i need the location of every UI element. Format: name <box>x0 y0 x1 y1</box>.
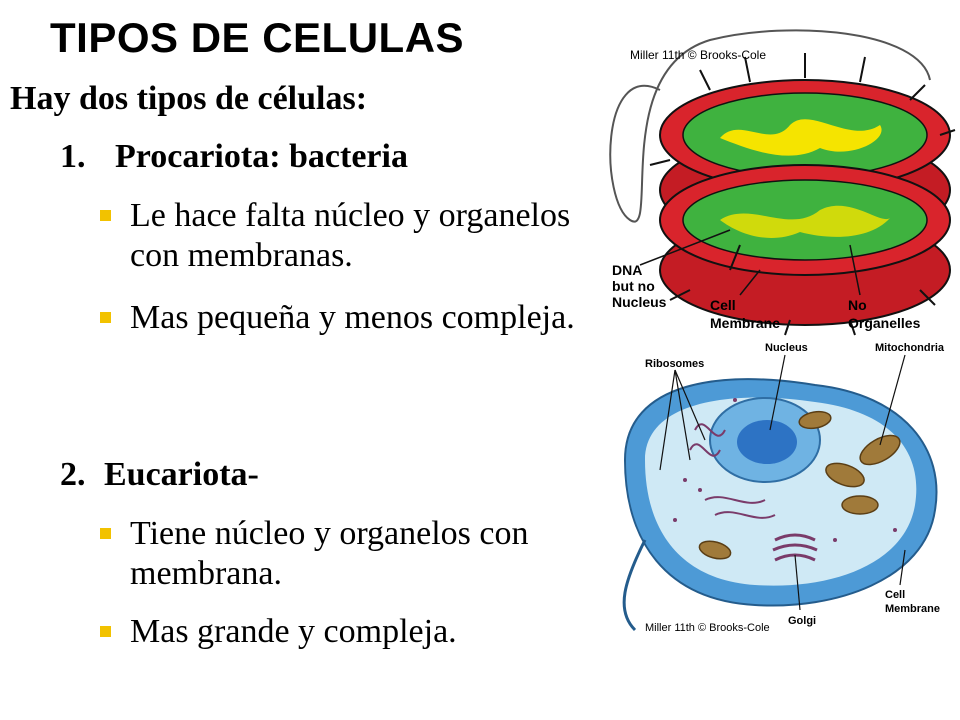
bullet-square-icon <box>100 312 111 323</box>
bullet-1-1: Le hace falta núcleo y organelos con mem… <box>100 196 590 276</box>
intro-text: Hay dos tipos de células: <box>10 80 368 117</box>
bullet-text: Le hace falta núcleo y organelos con mem… <box>130 197 571 274</box>
section-2-heading: Eucariota- <box>104 456 259 493</box>
eukaryote-figure: Ribosomes Nucleus Mitochondria Golgi Cel… <box>605 340 960 640</box>
label-cell-membrane-prokaryote: Cell Membrane <box>710 297 781 331</box>
label-cell-membrane-eukaryote: Cell Membrane <box>885 589 941 615</box>
bullet-text: Mas pequeña y menos compleja. <box>130 299 575 336</box>
section-1-heading: Procariota: bacteria <box>115 138 408 175</box>
eukaryote-credit: Miller 11th © Brooks-Cole <box>645 622 770 634</box>
bullet-square-icon <box>100 626 111 637</box>
bullet-text: Tiene núcleo y organelos con membrana. <box>130 515 529 592</box>
label-ribosomes: Ribosomes <box>645 358 705 370</box>
section-1-number: 1. <box>60 138 86 175</box>
slide-title: TIPOS DE CELULAS <box>50 14 465 61</box>
section-2-number: 2. <box>60 456 86 493</box>
bullet-square-icon <box>100 210 111 221</box>
bullet-2-2: Mas grande y compleja. <box>100 612 590 652</box>
bacteria-illustration <box>609 29 956 336</box>
bullet-text: Mas grande y compleja. <box>130 613 457 650</box>
bullet-1-2: Mas pequeña y menos compleja. <box>100 298 590 338</box>
label-no-organelles: No Organelles <box>848 297 921 331</box>
label-dna: DNA but no Nucleus <box>612 262 667 310</box>
label-nucleus: Nucleus <box>765 342 808 354</box>
label-mitochondria: Mitochondria <box>875 342 945 354</box>
label-golgi: Golgi <box>788 615 817 627</box>
prokaryote-credit: Miller 11th © Brooks-Cole <box>630 48 766 62</box>
bullet-2-1: Tiene núcleo y organelos con membrana. <box>100 514 590 594</box>
animal-cell-illustration <box>622 354 938 632</box>
prokaryote-figure: Miller 11th © Brooks-Cole DNA but no Nuc… <box>590 20 960 340</box>
bullet-square-icon <box>100 528 111 539</box>
